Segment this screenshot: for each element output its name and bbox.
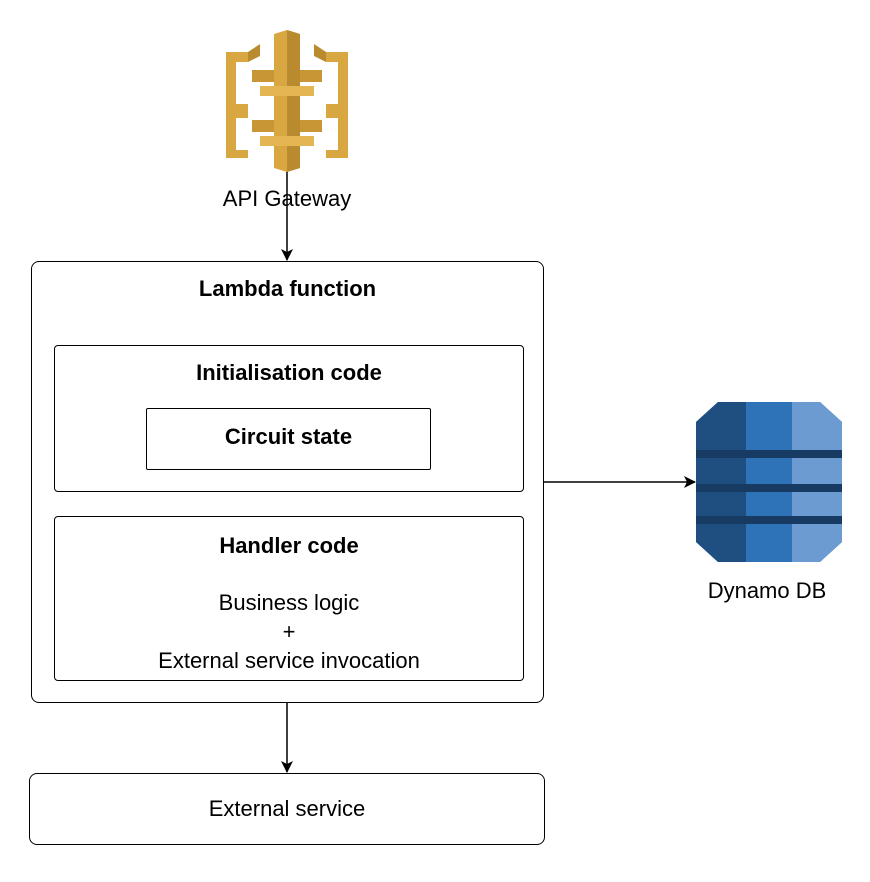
circuit-state-box	[146, 408, 431, 470]
handler-code-line-plus: +	[282, 619, 296, 644]
handler-code-line-business-logic: Business logic	[218, 590, 360, 615]
handler-code-title: Handler code	[219, 533, 359, 558]
external-service-box	[29, 773, 545, 845]
external-service-title: External service	[208, 796, 366, 821]
initialisation-code-title: Initialisation code	[196, 360, 382, 385]
circuit-state-title: Circuit state	[224, 424, 353, 449]
api-gateway-icon	[226, 30, 348, 172]
dynamo-db-label: Dynamo DB	[707, 578, 827, 603]
handler-code-box	[54, 516, 524, 681]
lambda-function-title: Lambda function	[198, 276, 377, 301]
handler-code-line-external-invocation: External service invocation	[158, 648, 420, 673]
dynamodb-icon	[696, 402, 842, 562]
api-gateway-label: API Gateway	[222, 186, 352, 211]
